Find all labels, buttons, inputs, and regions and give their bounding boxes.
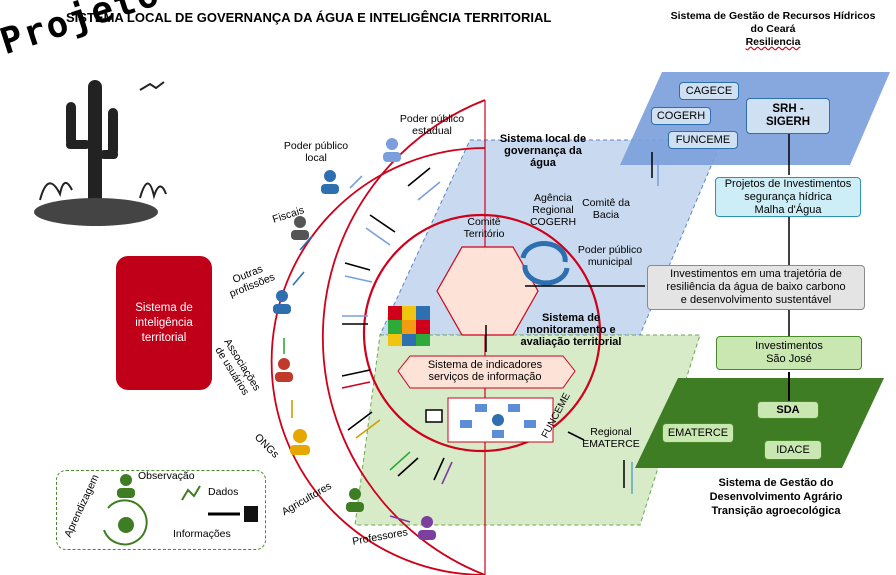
- legend-box: [56, 470, 266, 550]
- actor-icons: [103, 138, 443, 546]
- comite-territorio-label: Comitê Território: [452, 216, 516, 240]
- projetos-box: Projetos de Investimentos segurança hídr…: [715, 177, 861, 217]
- investimentos-trajetoria-box: Investimentos em uma trajetória de resil…: [647, 265, 865, 310]
- projetos-line3: Malha d'Água: [754, 203, 822, 216]
- srh-line1: SRH -: [772, 103, 804, 115]
- indicadores-line2: serviços de informação: [428, 371, 542, 383]
- trajetoria-line1: Investimentos em uma trajetória de: [670, 268, 842, 280]
- srh-sigerh-box: SRH - SIGERH: [746, 98, 830, 134]
- funceme-box: FUNCEME: [668, 131, 738, 149]
- ematerce-box: EMATERCE: [662, 423, 734, 443]
- monitoramento-line2: monitoramento e: [526, 324, 616, 336]
- territorio-line1: Comitê: [467, 216, 501, 228]
- rubik-cube: [388, 306, 430, 346]
- comite-bacia-line2: Bacia: [592, 209, 620, 221]
- governanca-line2: governança da: [504, 145, 582, 157]
- municipal-line1: Poder público: [577, 244, 643, 256]
- sda-box: SDA: [757, 401, 819, 419]
- indicadores-line1: Sistema de indicadores: [427, 359, 543, 371]
- regional-ematerce-label: Regional EMATERCE: [580, 426, 642, 450]
- territorio-line2: Território: [463, 228, 505, 240]
- governanca-line1: Sistema local de: [499, 133, 587, 145]
- middle-arc: [270, 147, 486, 575]
- poder-estadual-label: Poder público estadual: [392, 113, 472, 137]
- indicadores-banner: [397, 355, 576, 389]
- comite-bacia-label: Comitê da Bacia: [576, 197, 636, 221]
- cycle-arrow-top: [520, 241, 568, 263]
- local-line1: Poder público: [283, 140, 349, 152]
- idace-box: IDACE: [764, 440, 822, 460]
- srh-line2: SIGERH: [765, 116, 811, 128]
- outer-arc: [321, 99, 486, 575]
- inteligencia-line1: Sistema de: [135, 301, 193, 314]
- trajetoria-line2: resiliência da água de baixo carbono: [666, 281, 846, 293]
- sda-title-line2: Desenvolvimento Agrário: [709, 491, 843, 503]
- monitoramento-label: Sistema de monitoramento e avaliação ter…: [510, 312, 632, 348]
- srh-title-line1: Sistema de Gestão de Recursos Hídricos: [670, 10, 876, 22]
- sao-jose-line2: São José: [766, 353, 812, 365]
- sda-system-title: Sistema de Gestão do Desenvolvimento Agr…: [665, 476, 887, 518]
- governanca-line3: água: [530, 157, 556, 169]
- indicadores-label: Sistema de indicadores serviços de infor…: [410, 359, 560, 383]
- investimentos-sao-jose-box: Investimentos São José: [716, 336, 862, 370]
- srh-title-line2: do Ceará: [750, 23, 796, 35]
- cagece-box: CAGECE: [679, 82, 739, 100]
- agencia-label: Agência Regional COGERH: [522, 192, 584, 228]
- estadual-line1: Poder público: [399, 113, 465, 125]
- monitoramento-line1: Sistema de: [541, 312, 601, 324]
- legend-dados: Dados: [208, 486, 239, 498]
- inner-circle: [362, 213, 602, 453]
- sda-title-line1: Sistema de Gestão do: [718, 477, 834, 489]
- poder-municipal-label: Poder público municipal: [575, 244, 645, 268]
- regional-line1: Regional: [590, 426, 632, 438]
- sao-jose-line1: Investimentos: [755, 340, 823, 352]
- cycle-arrow-bottom: [522, 264, 570, 286]
- poder-local-label: Poder público local: [276, 140, 356, 164]
- srh-title-line3: Resiliencia: [745, 36, 801, 48]
- main-title: SISTEMA LOCAL DE GOVERNANÇA DA ÁGUA E IN…: [66, 10, 552, 25]
- cogerh-box: COGERH: [651, 107, 711, 125]
- agencia-line3: COGERH: [529, 216, 577, 228]
- governanca-label: Sistema local de governança da água: [495, 133, 591, 169]
- monitoramento-line3: avaliação territorial: [520, 336, 622, 348]
- estadual-line2: estadual: [412, 125, 452, 137]
- legend-observacao: Observação: [138, 470, 195, 482]
- agencia-line2: Regional: [532, 204, 574, 216]
- territorio-hexagon: [436, 246, 539, 336]
- local-line2: local: [305, 152, 327, 164]
- municipal-line2: municipal: [587, 256, 633, 268]
- legend-informacoes: Informações: [173, 528, 231, 540]
- srh-system-title: Sistema de Gestão de Recursos Hídricos d…: [668, 10, 878, 49]
- projetos-line1: Projetos de Investimentos: [724, 177, 852, 190]
- cactus-illustration: [34, 80, 167, 226]
- agencia-line1: Agência: [534, 192, 572, 204]
- projetos-line2: segurança hídrica: [744, 190, 832, 203]
- inteligencia-line2: inteligência: [135, 316, 193, 329]
- sda-title-line3: Transição agroecológica: [711, 505, 841, 517]
- inteligencia-territorial-box: Sistema de inteligência territorial: [116, 256, 212, 390]
- comite-bacia-line1: Comitê da: [582, 197, 630, 209]
- inteligencia-line3: territorial: [141, 331, 187, 344]
- regional-line2: EMATERCE: [582, 438, 640, 450]
- trajetoria-line3: e desenvolvimento sustentável: [680, 294, 832, 306]
